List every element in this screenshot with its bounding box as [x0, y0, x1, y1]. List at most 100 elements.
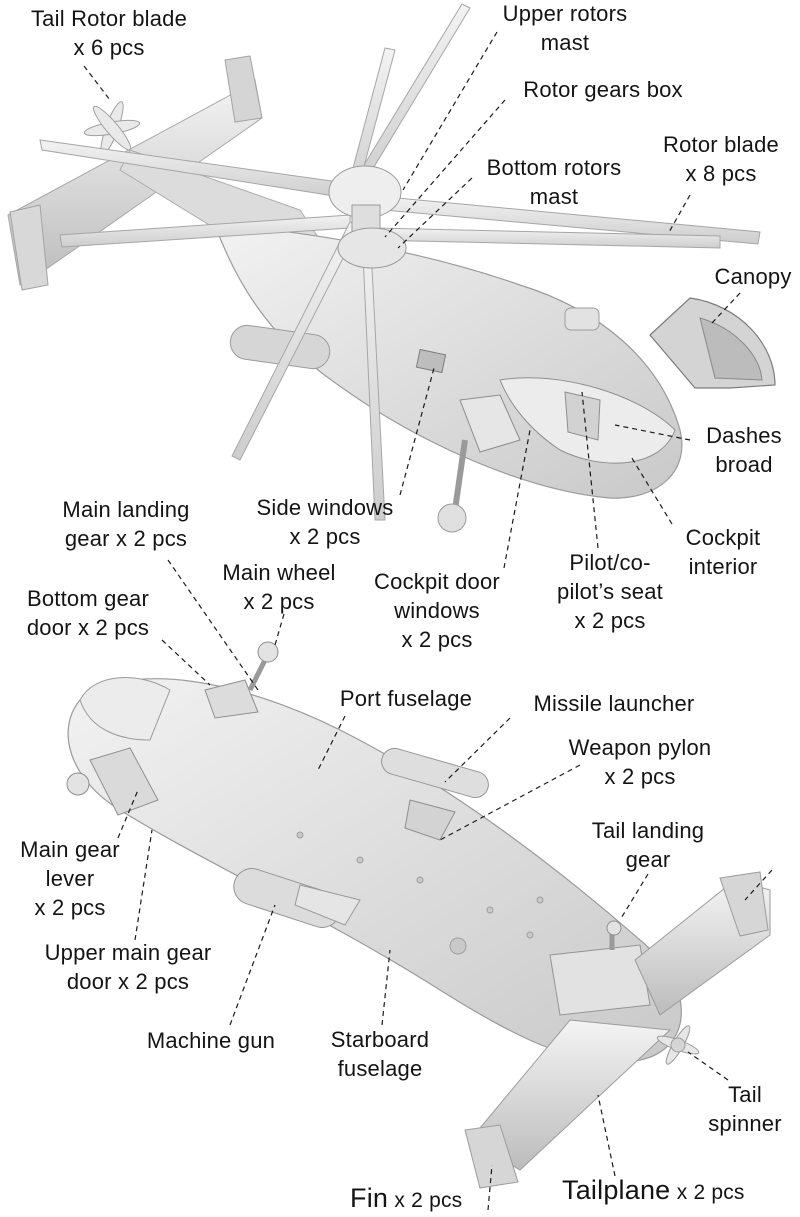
label-line: windows	[394, 598, 480, 623]
label-rotor-gears-box: Rotor gears box	[498, 75, 708, 104]
label-line: Rotor blade	[663, 132, 779, 157]
bottom-fuselage	[67, 678, 682, 1063]
fuselage-details	[296, 831, 544, 955]
fin-part-lower	[464, 1124, 519, 1189]
leader-bottom-gear-door	[161, 639, 211, 686]
label-pilot-seat: Pilot/co- pilot’s seat x 2 pcs	[540, 548, 680, 635]
label-line: Main gear	[20, 837, 120, 862]
leader-fin-upper	[744, 869, 773, 901]
label-bottom-rotors-mast: Bottom rotors mast	[464, 153, 644, 211]
leader-missile-launcher	[444, 717, 511, 783]
leader-main-wheel	[274, 613, 285, 646]
label-tail-spinner: Tail spinner	[690, 1080, 800, 1138]
top-cockpit-seat	[564, 391, 601, 441]
label-tail-landing-gear: Tail landing gear	[570, 816, 726, 874]
weapon-pylon-part	[404, 799, 456, 841]
label-side-windows: Side windows x 2 pcs	[245, 493, 405, 551]
label-upper-main-gear-door: Upper main gear door x 2 pcs	[18, 938, 238, 996]
label-line: Rotor gears box	[523, 77, 683, 102]
top-weapon-pod	[229, 324, 331, 370]
leader-rotor-gears-box	[384, 99, 506, 238]
label-line: door x 2 pcs	[26, 615, 150, 640]
bottom-gear-door-part	[204, 679, 259, 719]
leader-cockpit-interior	[629, 454, 673, 525]
label-fin-name: Fin	[350, 1183, 389, 1213]
label-line: x 2 pcs	[34, 895, 106, 920]
label-line: interior	[688, 554, 758, 579]
fin-part-upper	[719, 871, 769, 937]
top-helicopter	[7, 3, 776, 533]
tail-spinner-part	[656, 1025, 700, 1065]
gun-pylon-part	[294, 884, 361, 926]
leader-cockpit-door-windows	[503, 429, 531, 569]
bottom-nose	[79, 677, 171, 741]
label-line: x 2 pcs	[243, 589, 315, 614]
label-main-wheel: Main wheel x 2 pcs	[204, 558, 354, 616]
top-fin-left	[9, 204, 49, 291]
label-tailplane-qty: x 2 pcs	[676, 1181, 745, 1204]
top-rotor-blades	[39, 3, 761, 521]
label-line: Bottom rotors	[486, 155, 622, 180]
top-rotor-hub-lower	[337, 227, 407, 269]
leader-dashes-broad	[614, 424, 691, 441]
label-line: door x 2 pcs	[66, 969, 190, 994]
label-line: x 2 pcs	[574, 608, 646, 633]
label-starboard-fuselage: Starboard fuselage	[312, 1025, 448, 1083]
label-line: x 6 pcs	[73, 35, 145, 60]
tail-wheel-part	[606, 920, 622, 936]
top-tailplane	[7, 79, 263, 286]
label-line: x 8 pcs	[685, 161, 757, 186]
top-fin-right	[224, 55, 263, 123]
label-cockpit-door-windows: Cockpit door windows x 2 pcs	[364, 567, 510, 654]
label-line: Side windows	[256, 495, 394, 520]
label-line: spinner	[708, 1111, 782, 1136]
label-tailplane: Tailplane x 2 pcs	[562, 1176, 798, 1207]
label-line: Upper main gear	[44, 940, 212, 965]
top-tail-rotor	[83, 101, 141, 155]
leader-tail-spinner	[687, 1051, 729, 1081]
main-wheel-part	[257, 641, 279, 663]
top-side-window	[415, 348, 447, 374]
top-gear-strut	[452, 439, 468, 511]
label-cockpit-interior: Cockpit interior	[668, 523, 778, 581]
leader-starboard-fuselage	[381, 949, 391, 1026]
label-line: Missile launcher	[533, 691, 695, 716]
label-main-landing-gear: Main landing gear x 2 pcs	[40, 495, 212, 553]
label-canopy: Canopy	[698, 262, 800, 291]
label-line: x 2 pcs	[401, 627, 473, 652]
label-line: Tail Rotor blade	[30, 6, 188, 31]
leader-rotor-blade	[667, 194, 691, 235]
label-line: x 2 pcs	[604, 764, 676, 789]
leader-canopy	[711, 292, 741, 324]
label-line: Cockpit	[685, 525, 761, 550]
label-machine-gun: Machine gun	[126, 1026, 296, 1055]
leader-fin	[487, 1164, 493, 1211]
leader-pilot-seat	[581, 391, 599, 549]
leader-bottom-rotors-mast	[397, 177, 473, 249]
label-line: Dashes	[706, 423, 782, 448]
label-rotor-blade: Rotor blade x 8 pcs	[646, 130, 796, 188]
label-tail-rotor-blade: Tail Rotor blade x 6 pcs	[10, 4, 208, 62]
main-gear-strut	[247, 658, 268, 692]
upper-main-gear-door-part	[89, 747, 159, 816]
label-port-fuselage: Port fuselage	[316, 684, 496, 713]
leader-upper-rotors-mast	[402, 31, 498, 191]
leader-port-fuselage	[317, 715, 346, 771]
label-bottom-gear-door: Bottom gear door x 2 pcs	[2, 584, 174, 642]
leader-machine-gun	[229, 904, 276, 1026]
label-line: Port fuselage	[339, 686, 473, 711]
leader-tail-rotor-blade	[83, 65, 111, 101]
leader-upper-main-gear-door	[134, 829, 153, 941]
label-line: Cockpit door	[374, 569, 500, 594]
label-missile-launcher: Missile launcher	[505, 689, 723, 718]
label-line: gear x 2 pcs	[64, 526, 188, 551]
label-line: mast	[529, 184, 579, 209]
label-line: broad	[715, 452, 773, 477]
label-line: Bottom gear	[26, 586, 150, 611]
label-line: fuselage	[337, 1056, 423, 1081]
label-line: Machine gun	[146, 1028, 276, 1053]
label-line: mast	[540, 30, 590, 55]
tail-hub	[549, 944, 651, 1016]
